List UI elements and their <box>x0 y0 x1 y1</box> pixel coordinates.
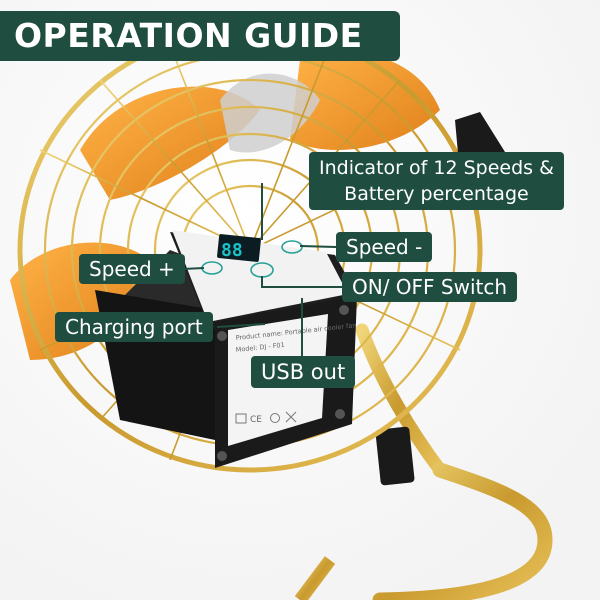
callout-indicator: Indicator of 12 Speeds & Battery percent… <box>309 152 564 210</box>
display-reading: 88 <box>221 240 243 261</box>
callout-on-off-switch: ON/ OFF Switch <box>342 272 518 302</box>
callout-charging-port: Charging port <box>55 312 213 342</box>
callout-indicator-line1: Indicator of 12 Speeds & <box>319 157 554 179</box>
operation-guide-title: OPERATION GUIDE <box>0 11 400 61</box>
fan-stand <box>294 323 553 600</box>
callout-speed-minus: Speed - <box>336 232 433 262</box>
callout-usb-out: USB out <box>251 356 356 388</box>
callout-indicator-line2: Battery percentage <box>344 183 529 205</box>
callout-speed-plus: Speed + <box>79 254 185 284</box>
certification-icons: CE <box>235 411 297 425</box>
svg-text:CE: CE <box>250 415 262 425</box>
led-display: 88 <box>217 234 261 262</box>
callout-leaders <box>182 183 342 356</box>
